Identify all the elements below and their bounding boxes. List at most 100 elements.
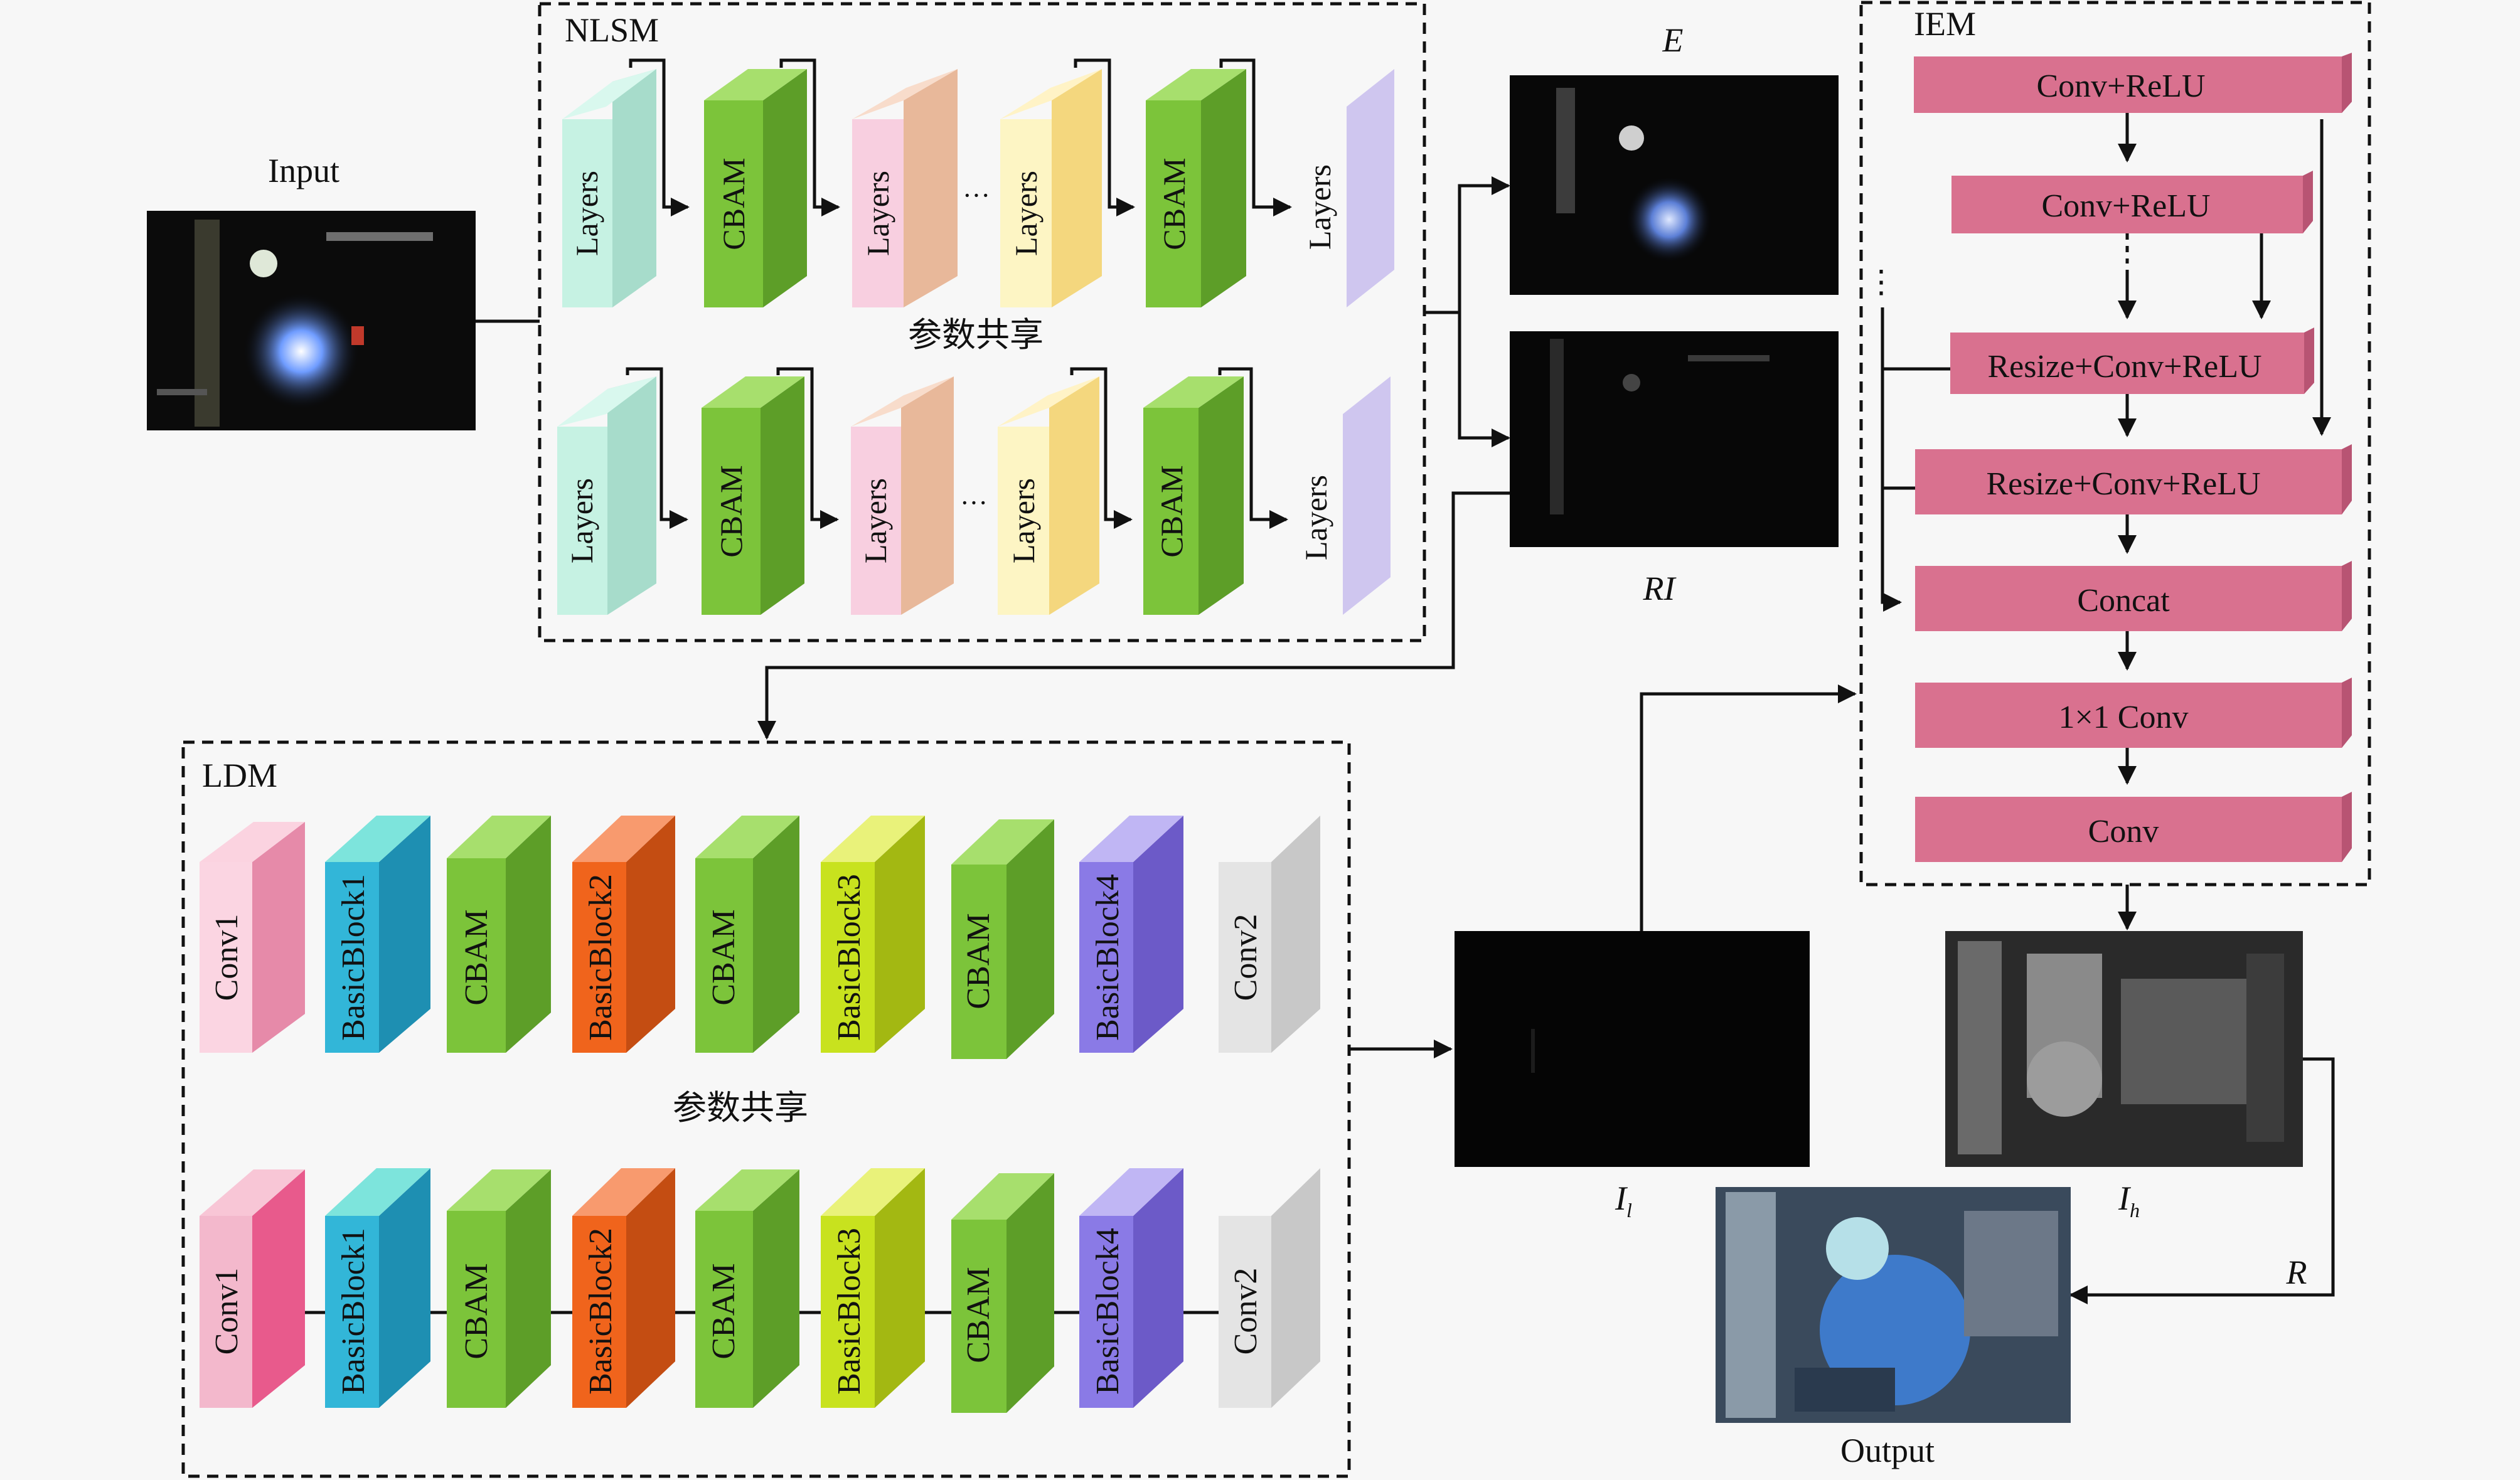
il-image	[1455, 931, 1810, 1167]
svg-text:1×1 Conv: 1×1 Conv	[2058, 700, 2188, 735]
svg-text:CBAM: CBAM	[961, 1267, 996, 1363]
iem-layer: Conv+ReLU	[1951, 171, 2313, 233]
svg-text:Conv1: Conv1	[209, 914, 245, 1001]
svg-text:BasicBlock4: BasicBlock4	[1090, 874, 1126, 1041]
ldm-block-conv2: Conv2	[1219, 816, 1320, 1053]
input-image	[147, 211, 476, 430]
share-label-top: 参数共享	[908, 316, 1044, 354]
ldm-block-basic4: BasicBlock4	[1079, 1168, 1183, 1408]
ldm-block-cbam: CBAM	[695, 1169, 799, 1408]
label-il: Il	[1615, 1179, 1632, 1222]
svg-text:CBAM: CBAM	[706, 909, 742, 1005]
nlsm-dots-top: ···	[963, 180, 990, 211]
svg-text:Layers: Layers	[564, 478, 599, 563]
ldm-block-basic3: BasicBlock3	[821, 816, 925, 1053]
iem-layer: Conv	[1915, 792, 2352, 862]
ldm-block-basic3: BasicBlock3	[821, 1168, 925, 1408]
ldm-block-conv2: Conv2	[1219, 1168, 1320, 1408]
svg-text:CBAM: CBAM	[459, 1263, 494, 1359]
svg-text:CBAM: CBAM	[713, 465, 749, 557]
ldm-block-cbam: CBAM	[951, 819, 1054, 1059]
svg-text:BasicBlock1: BasicBlock1	[336, 874, 371, 1041]
svg-text:CBAM: CBAM	[459, 909, 494, 1005]
ldm-block-cbam: CBAM	[447, 1169, 551, 1408]
svg-text:CBAM: CBAM	[706, 1263, 742, 1359]
iem-layer: Resize+Conv+ReLU	[1915, 444, 2352, 514]
nlsm-block-layers: Layers	[998, 376, 1099, 615]
ldm-block-basic2: BasicBlock2	[572, 816, 675, 1053]
output-label: Output	[1840, 1432, 1935, 1469]
svg-text:Resize+Conv+ReLU: Resize+Conv+ReLU	[1986, 466, 2260, 502]
nlsm-dots-bottom: ···	[960, 487, 988, 518]
iem-frame	[1859, 1, 2371, 886]
iem-layer: Concat	[1915, 561, 2352, 631]
svg-text:BasicBlock4: BasicBlock4	[1090, 1228, 1126, 1395]
iem-layer: Conv+ReLU	[1914, 53, 2352, 113]
svg-text:BasicBlock1: BasicBlock1	[336, 1228, 371, 1395]
svg-text:Concat: Concat	[2077, 583, 2170, 619]
nlsm-block-layers: Layers	[1302, 69, 1394, 307]
nlsm-frame	[538, 2, 1426, 642]
label-ih: Ih	[2118, 1179, 2140, 1222]
svg-text:BasicBlock2: BasicBlock2	[583, 1228, 619, 1395]
ldm-frame	[181, 740, 1351, 1478]
nlsm-title: NLSM	[565, 11, 659, 49]
svg-text:BasicBlock3: BasicBlock3	[831, 1228, 867, 1395]
svg-text:Layers: Layers	[1008, 171, 1044, 256]
ri-image	[1510, 331, 1839, 547]
ldm-block-cbam: CBAM	[951, 1173, 1054, 1413]
wire-nlsm-to-e	[1424, 176, 1510, 314]
svg-text:CBAM: CBAM	[716, 157, 751, 250]
nlsm-top-row: Layers CBAM Layers ··· Layers CBAM	[562, 58, 1394, 307]
ih-image	[1945, 931, 2303, 1167]
svg-text:Conv+ReLU: Conv+ReLU	[2036, 68, 2205, 104]
wire-ri-to-ldm	[757, 491, 1510, 740]
ldm-block-basic4: BasicBlock4	[1079, 816, 1183, 1053]
nlsm-block-layers: Layers	[1298, 376, 1391, 615]
nlsm-bottom-row: Layers CBAM Layers ··· Layers CBAM	[557, 367, 1391, 615]
wire-ih-to-output	[2069, 1057, 2335, 1304]
svg-text:CBAM: CBAM	[1156, 157, 1192, 250]
nlsm-block-layers: Layers	[1000, 69, 1102, 307]
svg-text:BasicBlock3: BasicBlock3	[831, 874, 867, 1041]
nlsm-block-cbam: CBAM	[1143, 376, 1244, 615]
e-image	[1510, 75, 1839, 295]
iem-vdots: ⋮	[1866, 264, 1897, 299]
ldm-block-conv1: Conv1	[200, 1169, 305, 1408]
svg-text:Conv+ReLU: Conv+ReLU	[2041, 188, 2210, 224]
svg-text:Conv: Conv	[2088, 814, 2159, 849]
ldm-block-cbam: CBAM	[447, 816, 551, 1053]
output-image	[1716, 1187, 2071, 1423]
label-ri: RI	[1643, 570, 1677, 607]
iem-title: IEM	[1914, 5, 1976, 43]
svg-text:Layers: Layers	[858, 478, 893, 563]
ldm-block-cbam: CBAM	[695, 816, 799, 1053]
svg-text:Resize+Conv+ReLU: Resize+Conv+ReLU	[1987, 349, 2261, 385]
svg-text:Conv1: Conv1	[209, 1268, 245, 1355]
svg-text:Layers: Layers	[569, 171, 604, 256]
svg-text:BasicBlock2: BasicBlock2	[583, 874, 619, 1041]
svg-text:CBAM: CBAM	[961, 913, 996, 1009]
ldm-title: LDM	[202, 757, 277, 794]
iem-layer: Resize+Conv+ReLU	[1950, 327, 2314, 394]
ldm-row-1: Conv1 BasicBlock1 CBAM BasicBlock2 CBAM	[200, 816, 1320, 1059]
wire-il-to-iem	[1640, 684, 1857, 931]
svg-text:Layers: Layers	[1302, 164, 1337, 250]
iem-stack: Conv+ReLU Conv+ReLU Resize+Conv+ReLU Res…	[1866, 53, 2352, 862]
input-label: Input	[268, 152, 339, 189]
label-e: E	[1662, 21, 1684, 59]
svg-text:Layers: Layers	[860, 171, 895, 256]
nlsm-block-cbam: CBAM	[1146, 69, 1246, 307]
nlsm-block-layers: Layers	[557, 376, 656, 615]
ldm-block-basic2: BasicBlock2	[572, 1168, 675, 1408]
ldm-row-2: Conv1 BasicBlock1 CBAM BasicBlock2 CBAM	[200, 1168, 1320, 1413]
svg-text:Layers: Layers	[1298, 475, 1333, 560]
nlsm-block-layers: Layers	[562, 69, 656, 307]
ldm-block-conv1: Conv1	[200, 822, 305, 1053]
label-r: R	[2286, 1254, 2307, 1291]
svg-text:Conv2: Conv2	[1228, 914, 1264, 1001]
nlsm-block-layers: Layers	[851, 376, 954, 615]
ldm-block-basic1: BasicBlock1	[325, 1168, 430, 1408]
